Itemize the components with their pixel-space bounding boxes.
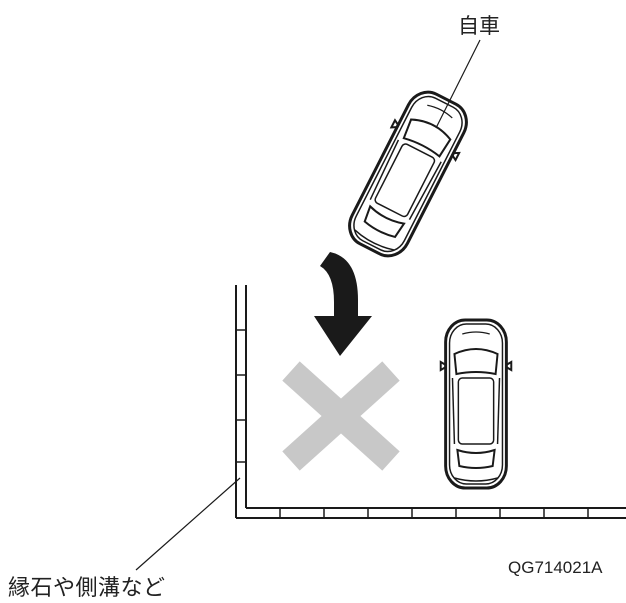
figure-code: QG714021A [508, 558, 603, 577]
curb-label: 縁石や側溝など [8, 576, 166, 601]
curb-vertical [235, 285, 247, 518]
parked-car-icon [439, 318, 513, 490]
own-car-icon [336, 81, 480, 267]
x-mark-icon [282, 361, 400, 471]
curved-arrow-down-icon [314, 252, 372, 356]
own-car-label: 自車 [458, 14, 500, 38]
curb-horizontal [236, 507, 626, 519]
own-car-leader-line [435, 39, 481, 129]
curb-leader-line [135, 477, 241, 571]
